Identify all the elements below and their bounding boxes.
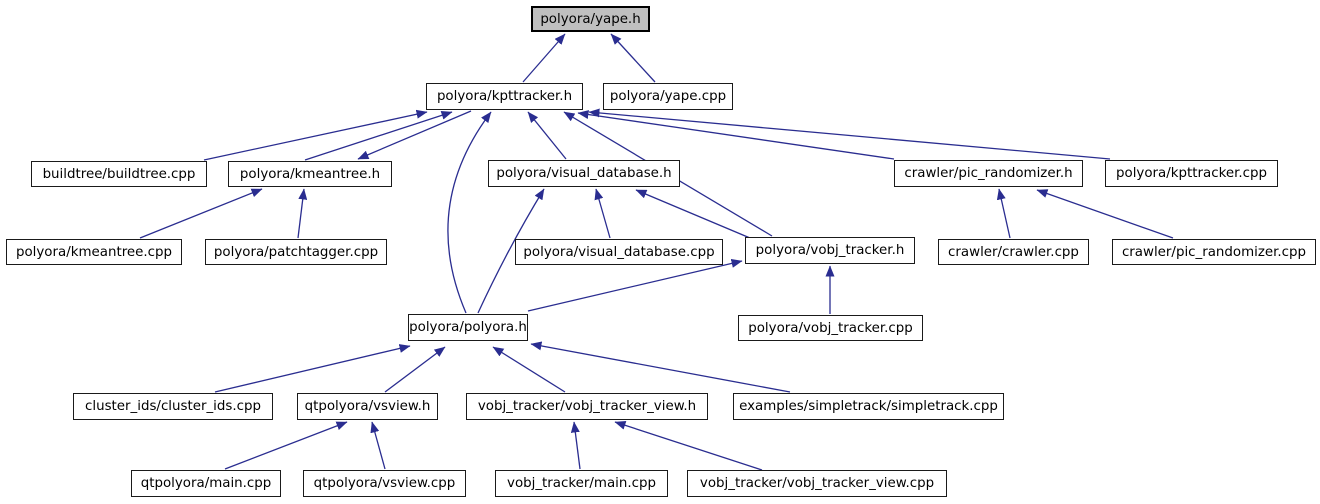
graph-node-vobj-tracker-view-h[interactable]: vobj_tracker/vobj_tracker_view.h [466, 393, 708, 420]
graph-node-crawler-cpp[interactable]: crawler/crawler.cpp [938, 239, 1089, 265]
graph-node-qtpolyora-main-cpp[interactable]: qtpolyora/main.cpp [131, 470, 281, 497]
graph-node-yape-cpp[interactable]: polyora/yape.cpp [603, 83, 733, 110]
graph-node-pic-randomizer-cpp[interactable]: crawler/pic_randomizer.cpp [1112, 239, 1316, 265]
graph-node-vobj-tracker-cpp[interactable]: polyora/vobj_tracker.cpp [738, 315, 923, 341]
graph-node-vt-main-cpp[interactable]: vobj_tracker/main.cpp [495, 470, 668, 497]
graph-node-patchtagger-cpp[interactable]: polyora/patchtagger.cpp [205, 239, 387, 265]
graph-node-kpttracker-h[interactable]: polyora/kpttracker.h [426, 83, 583, 110]
graph-node-kmeantree-h[interactable]: polyora/kmeantree.h [228, 161, 392, 187]
graph-node-yape-h: polyora/yape.h [531, 6, 650, 32]
graph-node-visual-database-cpp[interactable]: polyora/visual_database.cpp [515, 239, 723, 265]
graph-node-vt-view-cpp[interactable]: vobj_tracker/vobj_tracker_view.cpp [687, 470, 947, 497]
graph-node-cluster-ids-cpp[interactable]: cluster_ids/cluster_ids.cpp [73, 393, 273, 420]
graph-node-pic-randomizer-h[interactable]: crawler/pic_randomizer.h [894, 160, 1083, 187]
graph-node-kpttracker-cpp[interactable]: polyora/kpttracker.cpp [1105, 160, 1278, 187]
graph-node-polyora-h[interactable]: polyora/polyora.h [408, 314, 528, 341]
graph-node-vsview-cpp[interactable]: qtpolyora/vsview.cpp [303, 470, 466, 497]
graph-node-vsview-h[interactable]: qtpolyora/vsview.h [297, 393, 438, 420]
graph-node-vobj-tracker-h[interactable]: polyora/vobj_tracker.h [745, 237, 915, 264]
graph-node-simpletrack-cpp[interactable]: examples/simpletrack/simpletrack.cpp [733, 393, 1004, 420]
graph-node-buildtree-cpp[interactable]: buildtree/buildtree.cpp [31, 161, 207, 187]
graph-node-visual-database-h[interactable]: polyora/visual_database.h [488, 160, 680, 187]
graph-node-kmeantree-cpp[interactable]: polyora/kmeantree.cpp [6, 239, 182, 265]
